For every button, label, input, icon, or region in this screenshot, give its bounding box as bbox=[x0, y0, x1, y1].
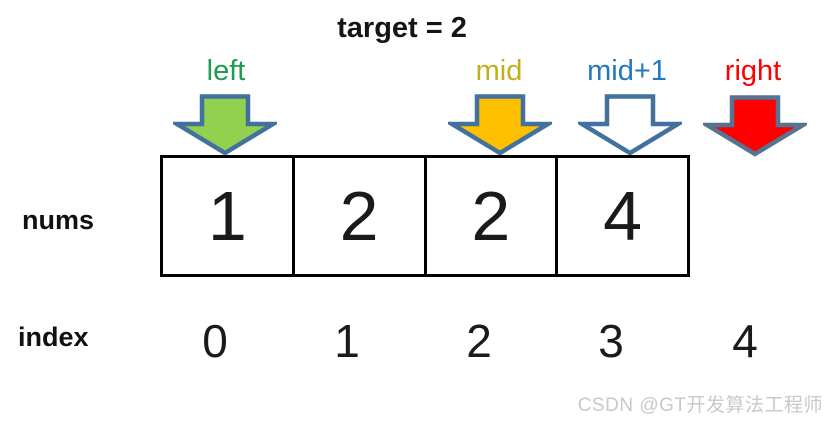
right-arrow-shape bbox=[703, 95, 807, 157]
mid-pointer-down-arrow-icon bbox=[448, 94, 552, 156]
array-cell-3: 4 bbox=[603, 177, 643, 255]
diagram-title: target = 2 bbox=[337, 12, 467, 44]
mid-plus-1-pointer-down-arrow-icon bbox=[578, 94, 682, 156]
mid-arrow-shape bbox=[448, 94, 552, 156]
nums-array: 1 2 2 4 bbox=[160, 155, 690, 277]
array-cell-0: 1 bbox=[163, 158, 295, 274]
right-pointer-down-arrow-icon bbox=[703, 95, 807, 157]
index-value-3: 3 bbox=[598, 315, 624, 367]
pointer-label-mid: mid bbox=[475, 55, 523, 87]
nums-row-label: nums bbox=[22, 205, 95, 235]
left-arrow-shape bbox=[173, 94, 277, 156]
index-row-label: index bbox=[18, 322, 89, 352]
array-cell-2: 2 bbox=[427, 158, 559, 274]
index-value-0: 0 bbox=[202, 315, 228, 367]
index-value-4: 4 bbox=[732, 315, 758, 367]
watermark: CSDN @GT开发算法工程师 bbox=[577, 395, 823, 416]
pointer-label-mid-plus-1: mid+1 bbox=[587, 55, 667, 87]
left-pointer-down-arrow-icon bbox=[173, 94, 277, 156]
pointer-label-right: right bbox=[724, 55, 782, 87]
array-cell-1: 2 bbox=[295, 158, 427, 274]
pointer-label-left: left bbox=[206, 55, 246, 87]
index-value-1: 1 bbox=[334, 315, 360, 367]
mid-plus-1-arrow-shape bbox=[578, 94, 682, 156]
index-value-2: 2 bbox=[466, 315, 492, 367]
